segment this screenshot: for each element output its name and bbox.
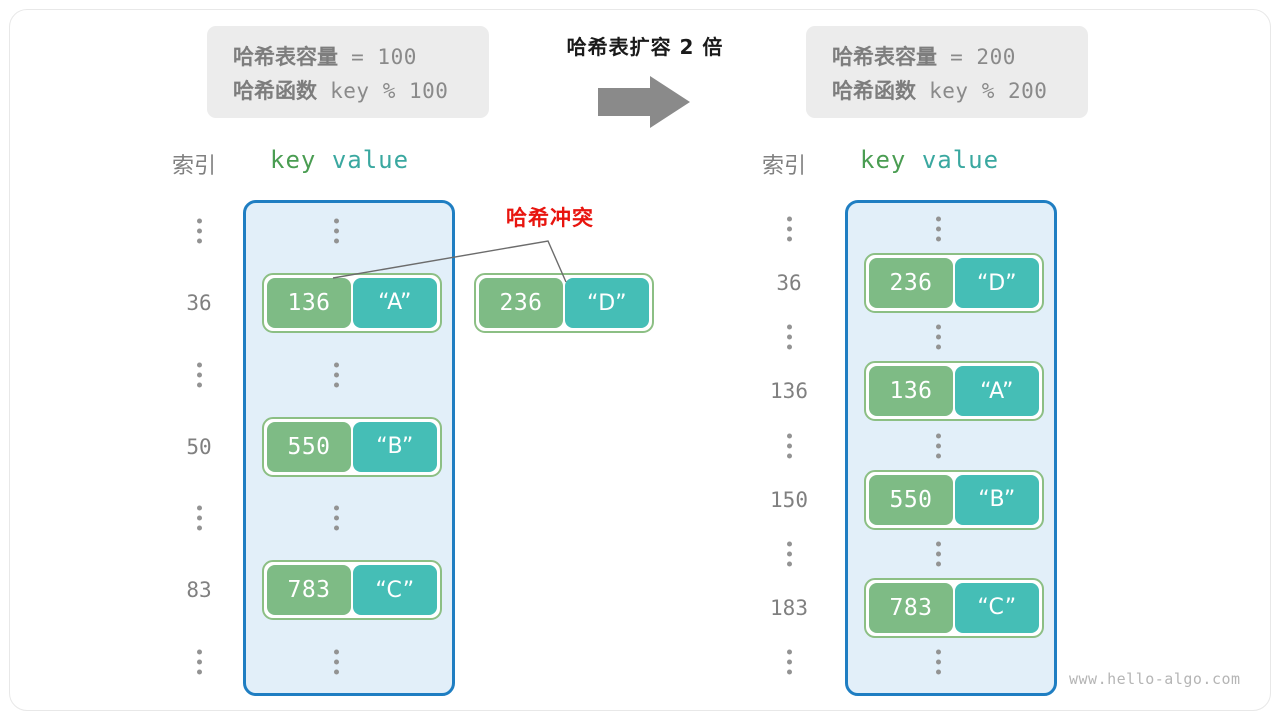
before-hashfn-value: key % 100 (317, 79, 449, 103)
before-header-key: key (270, 146, 317, 174)
after-capacity-value: = 200 (937, 45, 1016, 69)
entry-key: 783 (267, 565, 351, 616)
index-ellipsis (753, 433, 825, 458)
index-label: 36 (776, 271, 802, 296)
arrow-right-icon (594, 74, 694, 130)
after-hashfn-line: 哈希函数 key % 200 (832, 74, 1062, 108)
before-capacity-line: 哈希表容量 = 100 (233, 40, 463, 74)
entry-value: “A” (353, 277, 437, 328)
entry-value: “D” (565, 278, 649, 328)
before-header-index: 索引 (172, 154, 217, 179)
before-spec-box: 哈希表容量 = 100 哈希函数 key % 100 (207, 26, 489, 118)
entry-value: “C” (353, 565, 437, 616)
entry-key: 550 (267, 421, 351, 472)
collision-label: 哈希冲突 (506, 206, 594, 230)
index-ellipsis (163, 505, 235, 531)
transition-title: 哈希表扩容 2 倍 (566, 35, 724, 59)
entry-key: 136 (869, 366, 953, 417)
collision-overflow-entry[interactable]: 236“D” (474, 273, 654, 333)
after-capacity-label: 哈希表容量 (832, 45, 937, 69)
bucket-ellipsis (902, 649, 974, 675)
after-header-index: 索引 (762, 154, 807, 179)
index-ellipsis (163, 218, 235, 244)
index-ellipsis (753, 324, 825, 350)
index-label: 183 (770, 595, 808, 620)
entry-key: 550 (869, 474, 953, 525)
hash-entry[interactable]: 550“B” (262, 416, 442, 477)
entry-key: 236 (479, 278, 563, 328)
bucket-ellipsis (902, 324, 974, 350)
entry-value: “D” (955, 258, 1039, 309)
before-capacity-value: = 100 (338, 45, 417, 69)
hash-entry[interactable]: 783“C” (262, 560, 442, 621)
entry-key: 136 (267, 277, 351, 328)
index-label: 136 (770, 379, 808, 404)
hash-entry[interactable]: 136“A” (262, 272, 442, 333)
bucket-ellipsis (300, 649, 372, 675)
after-header-value: value (921, 146, 1000, 174)
hash-entry[interactable]: 783“C” (864, 577, 1044, 638)
bucket-ellipsis (300, 505, 372, 531)
before-hashfn-label: 哈希函数 (233, 79, 317, 103)
after-header-kv: key value (860, 146, 999, 174)
index-label: 50 (186, 434, 212, 459)
after-hashfn-value: key % 200 (916, 79, 1048, 103)
hash-entry[interactable]: 136“A” (864, 361, 1044, 422)
before-header-value: value (331, 146, 410, 174)
before-hashfn-line: 哈希函数 key % 100 (233, 74, 463, 108)
index-ellipsis (753, 649, 825, 675)
after-spec-box: 哈希表容量 = 200 哈希函数 key % 200 (806, 26, 1088, 118)
index-ellipsis (163, 362, 235, 388)
after-header-key: key (860, 146, 907, 174)
index-label: 36 (186, 290, 212, 315)
index-label: 83 (186, 578, 212, 603)
index-ellipsis (753, 216, 825, 242)
hash-entry[interactable]: 550“B” (864, 469, 1044, 530)
after-capacity-line: 哈希表容量 = 200 (832, 40, 1062, 74)
hash-entry[interactable]: 236“D” (864, 253, 1044, 314)
entry-value: “C” (955, 582, 1039, 633)
entry-value: “B” (955, 474, 1039, 525)
entry-value: “A” (955, 366, 1039, 417)
before-capacity-label: 哈希表容量 (233, 45, 338, 69)
bucket-ellipsis (300, 218, 372, 244)
bucket-ellipsis (902, 433, 974, 458)
after-hashfn-label: 哈希函数 (832, 79, 916, 103)
entry-key: 236 (869, 258, 953, 309)
entry-value: “B” (353, 421, 437, 472)
watermark: www.hello-algo.com (1069, 670, 1241, 688)
bucket-ellipsis (300, 362, 372, 388)
index-label: 150 (770, 487, 808, 512)
bucket-ellipsis (902, 541, 974, 567)
index-ellipsis (753, 541, 825, 567)
before-header-kv: key value (270, 146, 409, 174)
entry-key: 783 (869, 582, 953, 633)
index-ellipsis (163, 649, 235, 675)
outer-frame (9, 9, 1271, 711)
bucket-ellipsis (902, 216, 974, 242)
